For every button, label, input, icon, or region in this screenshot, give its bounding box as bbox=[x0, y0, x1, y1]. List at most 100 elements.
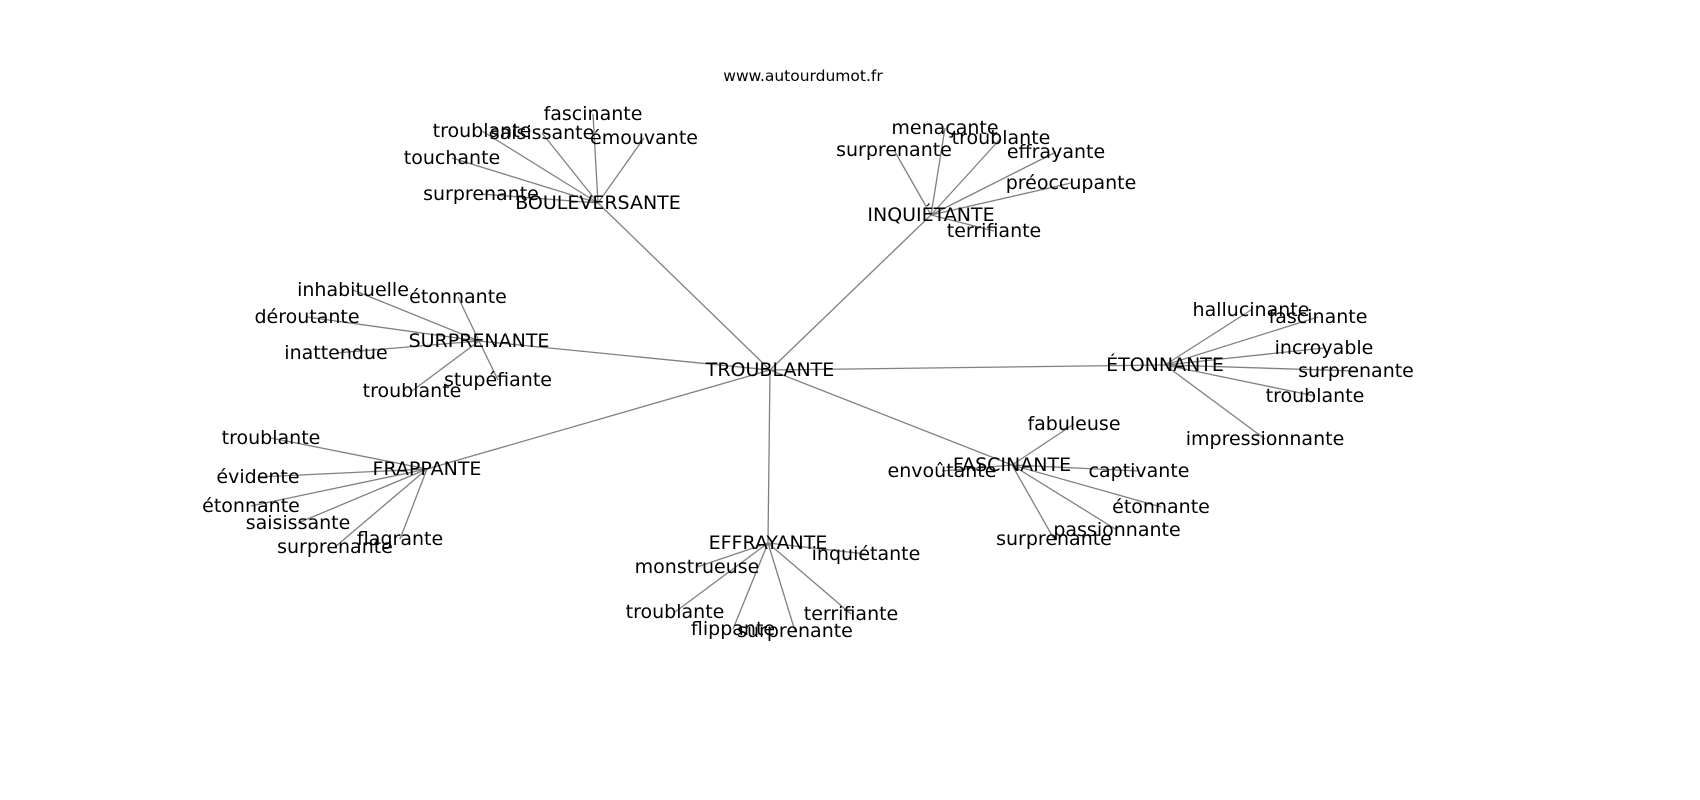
leaf-node-label: passionnante bbox=[1053, 519, 1180, 541]
edge-center-bouleversante bbox=[597, 202, 771, 371]
hub-node-frappante: FRAPPANTE bbox=[373, 458, 482, 480]
edge-surprenante-leaf bbox=[306, 316, 480, 342]
leaf-node-label: troublante bbox=[363, 380, 462, 402]
center-node-label: TROUBLANTE bbox=[705, 359, 835, 381]
leaf-node-label: surprenante bbox=[1298, 360, 1414, 382]
edge-center-inquietante bbox=[769, 214, 932, 371]
edge-etonnante-leaf bbox=[1164, 364, 1266, 440]
edge-frappante-leaf bbox=[257, 468, 428, 478]
edge-inquietante-leaf bbox=[930, 214, 995, 232]
hub-node-inquietante: INQUIÉTANTE bbox=[867, 203, 994, 226]
leaf-node-label: fabuleuse bbox=[1027, 413, 1120, 435]
leaf-node-label: surprenante bbox=[836, 139, 952, 161]
leaf-node-label: effrayante bbox=[1007, 141, 1105, 163]
leaf-node-label: évidente bbox=[216, 466, 299, 488]
leaf-node-label: étonnante bbox=[409, 286, 507, 308]
edge-effrayante-leaf bbox=[767, 542, 796, 632]
edge-surprenante-leaf bbox=[411, 340, 480, 392]
leaf-node-label: inhabituelle bbox=[297, 279, 409, 301]
edge-center-effrayante bbox=[767, 369, 771, 544]
leaf-node-label: impressionnante bbox=[1186, 428, 1345, 450]
leaf-node-label: inquiétante bbox=[812, 543, 921, 565]
leaf-node-label: flippante bbox=[691, 618, 775, 640]
edge-fascinante-leaf bbox=[1011, 464, 1162, 508]
edge-surprenante-leaf bbox=[457, 296, 480, 342]
leaf-node-label: captivante bbox=[1089, 460, 1190, 482]
edge-center-frappante bbox=[426, 369, 771, 470]
edge-fascinante-leaf bbox=[1011, 423, 1075, 466]
edge-bouleversante-leaf bbox=[480, 193, 599, 204]
edge-frappante-leaf bbox=[334, 468, 428, 548]
leaf-node-label: étonnante bbox=[1112, 496, 1210, 518]
leaf-node-label: fascinante bbox=[544, 103, 643, 125]
edge-surprenante-leaf bbox=[352, 289, 480, 342]
edge-inquietante-leaf bbox=[930, 151, 1057, 216]
edge-frappante-leaf bbox=[270, 437, 428, 470]
edge-bouleversante-leaf bbox=[597, 137, 645, 204]
leaf-node-label: touchante bbox=[404, 147, 500, 169]
leaf-node-label: surprenante bbox=[737, 620, 853, 642]
leaf-node-label: émouvante bbox=[590, 127, 698, 149]
edge-etonnante-leaf bbox=[1164, 364, 1316, 397]
leaf-node-label: stupéfiante bbox=[444, 369, 552, 391]
site-url-label: www.autourdumot.fr bbox=[723, 67, 883, 85]
leaf-node-label: terrifiante bbox=[804, 603, 899, 625]
edge-inquietante-leaf bbox=[930, 182, 1072, 216]
leaf-node-label: fascinante bbox=[1269, 306, 1368, 328]
edge-center-fascinante bbox=[769, 369, 1013, 466]
hub-node-fascinante: FASCINANTE bbox=[953, 454, 1071, 476]
edge-inquietante-leaf bbox=[893, 149, 932, 216]
edge-frappante-leaf bbox=[297, 468, 428, 524]
edge-etonnante-leaf bbox=[1164, 309, 1252, 366]
leaf-node-label: flagrante bbox=[357, 528, 443, 550]
hub-node-surprenante: SURPRENANTE bbox=[409, 330, 550, 352]
edge-frappante-leaf bbox=[399, 468, 428, 540]
leaf-node-label: déroutante bbox=[254, 306, 359, 328]
leaf-node-label: incroyable bbox=[1275, 337, 1374, 359]
leaf-node-label: monstrueuse bbox=[635, 556, 760, 578]
edge-center-surprenante bbox=[478, 340, 771, 371]
leaf-node-label: surprenante bbox=[996, 528, 1112, 550]
leaf-node-label: préoccupante bbox=[1006, 172, 1137, 194]
leaf-node-label: troublante bbox=[222, 427, 321, 449]
edge-inquietante-leaf bbox=[930, 127, 946, 216]
edge-fascinante-leaf bbox=[1011, 464, 1140, 472]
graph-labels: TROUBLANTEBOULEVERSANTEfascinantesaisiss… bbox=[202, 103, 1414, 642]
edge-effrayante-leaf bbox=[696, 542, 769, 568]
leaf-node-label: inattendue bbox=[284, 342, 387, 364]
hub-node-etonnante: ÉTONNANTE bbox=[1106, 353, 1224, 376]
edge-fascinante-leaf bbox=[941, 464, 1013, 472]
leaf-node-label: étonnante bbox=[202, 495, 300, 517]
edge-effrayante-leaf bbox=[767, 542, 867, 555]
edge-surprenante-leaf bbox=[335, 340, 480, 354]
edge-effrayante-leaf bbox=[674, 542, 769, 613]
edge-etonnante-leaf bbox=[1164, 364, 1357, 372]
leaf-node-label: troublante bbox=[1266, 385, 1365, 407]
edge-frappante-leaf bbox=[250, 468, 428, 507]
edge-bouleversante-leaf bbox=[541, 132, 599, 204]
graph-edges bbox=[250, 113, 1357, 632]
edge-center-etonnante bbox=[769, 364, 1166, 371]
edge-fascinante-leaf bbox=[1011, 464, 1055, 540]
edge-effrayante-leaf bbox=[732, 542, 769, 630]
edge-fascinante-leaf bbox=[1011, 464, 1118, 531]
leaf-node-label: envoûtante bbox=[888, 460, 997, 482]
edge-bouleversante-leaf bbox=[451, 157, 599, 204]
edge-surprenante-leaf bbox=[478, 340, 499, 381]
leaf-node-label: troublante bbox=[952, 127, 1051, 149]
leaf-node-label: menaçante bbox=[891, 117, 998, 139]
leaf-node-label: saisissante bbox=[490, 122, 595, 144]
hub-node-effrayante: EFFRAYANTE bbox=[709, 532, 828, 554]
leaf-node-label: saisissante bbox=[246, 512, 351, 534]
edge-inquietante-leaf bbox=[930, 137, 1002, 216]
leaf-node-label: hallucinante bbox=[1193, 299, 1310, 321]
edge-etonnante-leaf bbox=[1164, 347, 1325, 366]
leaf-node-label: troublante bbox=[626, 601, 725, 623]
edge-effrayante-leaf bbox=[767, 542, 852, 615]
edge-bouleversante-leaf bbox=[592, 113, 599, 204]
edge-bouleversante-leaf bbox=[481, 130, 599, 204]
leaf-node-label: terrifiante bbox=[947, 220, 1042, 242]
leaf-node-label: surprenante bbox=[423, 183, 539, 205]
edge-etonnante-leaf bbox=[1164, 316, 1319, 366]
